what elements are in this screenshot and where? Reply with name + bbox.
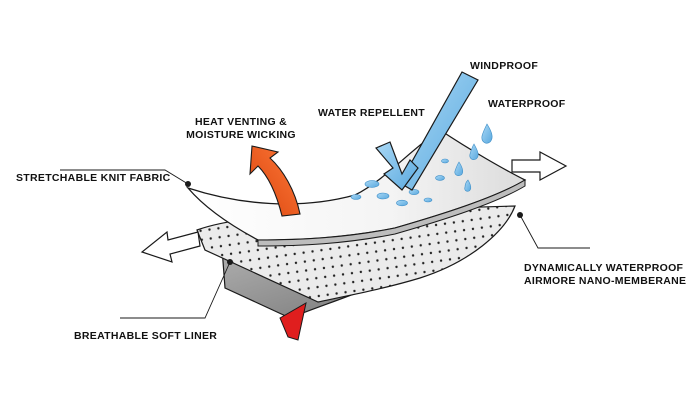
leader-lines bbox=[60, 169, 590, 319]
label-waterproof: WATERPROOF bbox=[488, 98, 566, 110]
knit-fabric-layer bbox=[186, 129, 527, 247]
label-membrane-line1: DYNAMICALLY WATERPROOF bbox=[524, 262, 684, 274]
falling-drop-icon bbox=[454, 123, 493, 192]
stretch-arrow-left-icon bbox=[140, 230, 201, 263]
label-heat-venting-line2: MOISTURE WICKING bbox=[186, 129, 296, 141]
wind-arrow-icon bbox=[399, 71, 479, 191]
label-heat-venting-line1: HEAT VENTING & bbox=[194, 116, 288, 128]
label-stretchable-knit: STRETCHABLE KNIT FABRIC bbox=[16, 172, 171, 184]
label-heat-venting: HEAT VENTING & MOISTURE WICKING bbox=[186, 116, 296, 142]
leader-membrane bbox=[519, 214, 590, 249]
curved-up-arrow-icon bbox=[249, 145, 301, 217]
red-liner-flap bbox=[279, 302, 307, 341]
label-soft-liner: BREATHABLE SOFT LINER bbox=[74, 330, 218, 342]
label-windproof: WINDPROOF bbox=[470, 60, 539, 72]
leader-soft-liner bbox=[120, 261, 231, 319]
leader-stretchable-knit bbox=[60, 169, 189, 185]
water-repellent-arrow-icon bbox=[375, 141, 419, 191]
stretch-arrow-right-icon bbox=[511, 150, 568, 182]
label-membrane: DYNAMICALLY WATERPROOF AIRMORE NANO-MEMB… bbox=[524, 262, 686, 288]
water-drop-icon bbox=[350, 158, 449, 207]
label-membrane-line2: AIRMORE NANO-MEMBERANE bbox=[524, 275, 687, 287]
label-water-repellent: WATER REPELLENT bbox=[318, 107, 425, 119]
